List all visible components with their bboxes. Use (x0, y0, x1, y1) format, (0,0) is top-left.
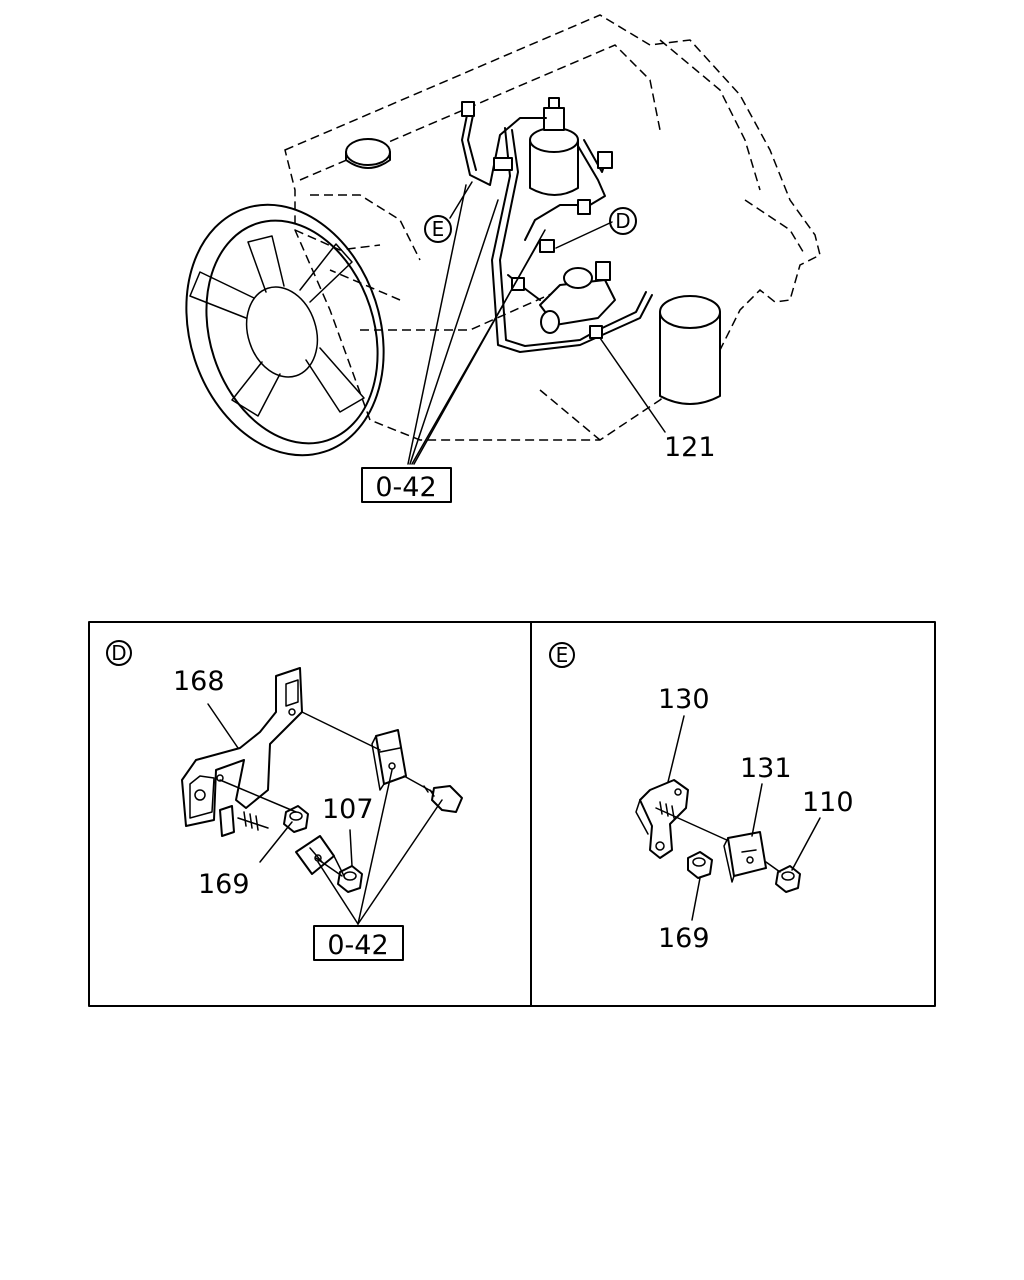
panel-e: E 130 (549, 642, 854, 954)
detail-e-callout (424, 215, 452, 243)
part-label-121: 121 (664, 432, 716, 463)
detail-d-callout (609, 207, 637, 235)
bracket-168 (181, 667, 303, 837)
leader-lines (407, 181, 666, 465)
fuel-filter (529, 97, 579, 196)
fuel-pipes (461, 101, 653, 353)
part-label-110: 110 (802, 787, 854, 818)
nut-110 (775, 865, 801, 893)
nut-169-e (687, 851, 713, 879)
panel-e-circle (549, 642, 575, 668)
ref-label-top: 0-42 (375, 472, 436, 503)
clamp-131 (723, 831, 767, 883)
panel-d-letter: D (111, 641, 126, 665)
panel-d: D (106, 640, 463, 961)
part-label-107: 107 (322, 794, 374, 825)
detail-e-callout-letter: E (432, 217, 445, 241)
part-label-169-d: 169 (198, 869, 250, 900)
collar-107 (337, 865, 363, 893)
detail-d-callout-letter: D (615, 209, 630, 233)
ref-box-d (313, 925, 404, 961)
part-label-130: 130 (658, 684, 710, 715)
injection-pump (539, 261, 616, 334)
clamp-piece-d (295, 835, 335, 875)
part-label-169-e: 169 (658, 923, 710, 954)
plate-130 (635, 779, 689, 859)
fan-pulley (185, 203, 385, 457)
oil-filter (659, 295, 721, 405)
ref-label-d: 0-42 (327, 930, 388, 961)
ref-box-top (361, 467, 452, 503)
bolt-d (403, 775, 463, 813)
engine-drawing (185, 14, 821, 465)
stud (237, 817, 269, 829)
stud-e (655, 807, 741, 847)
panel-e-letter: E (556, 643, 569, 667)
part-label-131: 131 (740, 753, 792, 784)
panel-d-circle (106, 640, 132, 666)
part-label-168: 168 (173, 666, 225, 697)
clamp-block-d (371, 729, 407, 791)
detail-panels-frame (88, 621, 936, 1007)
